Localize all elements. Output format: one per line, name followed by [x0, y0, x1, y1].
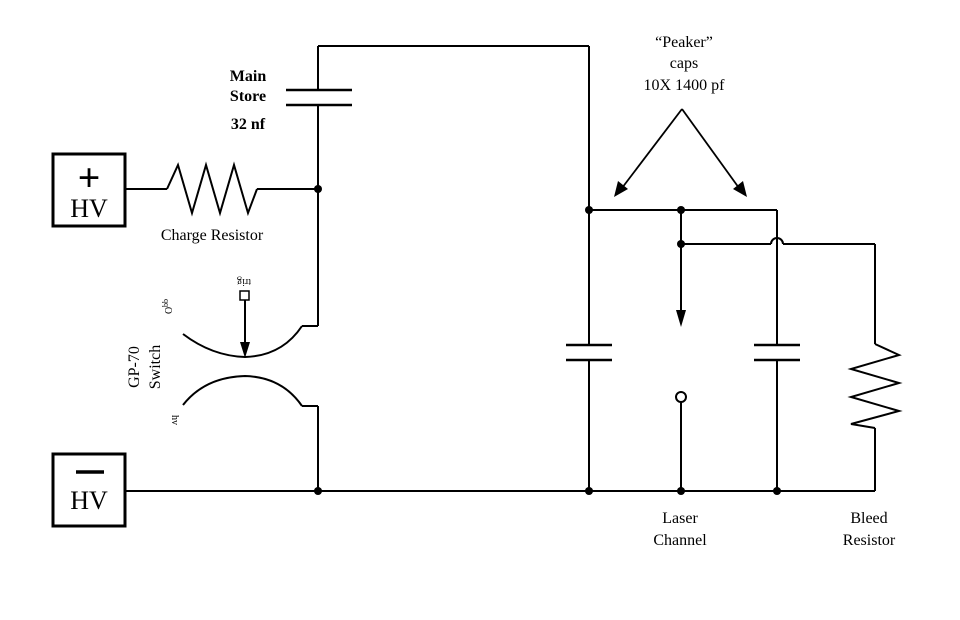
junction-dot: [314, 185, 322, 193]
peaker-capacitor-left: [566, 343, 612, 362]
hv-small-label: hv: [169, 415, 180, 425]
charge-resistor-symbol: [166, 161, 258, 217]
peaker-capacitor-right: [754, 343, 800, 362]
negative-hv-label: HV: [70, 486, 108, 515]
trigger-label: trig: [237, 276, 251, 287]
peaker-arrow-right: [681, 108, 740, 189]
junction-dot: [585, 206, 593, 214]
switch-label-line2: Switch: [147, 345, 164, 389]
peaker-arrow-left: [621, 108, 683, 189]
switch-label-line1: GP-70: [126, 346, 143, 388]
trigger-terminal: [239, 290, 250, 301]
laser-channel-label-line2: Channel: [653, 532, 707, 549]
positive-hv-label: HV: [70, 194, 108, 223]
bleed-resistor-label-line2: Resistor: [843, 532, 896, 549]
bleed-resistor-symbol: [847, 343, 903, 429]
peaker-arrows: [614, 108, 747, 197]
negative-hv-source: HV: [51, 452, 127, 528]
bb-label-super: bb: [161, 299, 170, 307]
junction-dot: [773, 487, 781, 495]
main-store-label-line1: Main: [230, 68, 267, 85]
laser-electrode-arrowhead: [676, 310, 686, 327]
laser-channel: [675, 310, 687, 403]
gp70-switch: [182, 290, 303, 407]
charge-resistor-label: Charge Resistor: [161, 227, 264, 244]
main-store-label-line2: Store: [230, 88, 266, 105]
junction-dot: [677, 240, 685, 248]
laser-channel-label-line1: Laser: [662, 510, 698, 527]
junction-dot: [585, 487, 593, 495]
bb-label-prefix: O: [164, 307, 175, 314]
bb-label: O bb: [161, 299, 175, 314]
switch-electrode-top: [182, 325, 303, 359]
laser-electrode-terminal: [675, 391, 687, 403]
wires: [125, 45, 876, 492]
trigger-arrowhead: [240, 342, 250, 358]
junction-dots: [314, 185, 781, 495]
peaker-arrowhead-left: [614, 181, 628, 197]
switch-electrode-bottom: [182, 374, 303, 407]
main-store-capacitor: [286, 88, 352, 107]
positive-hv-source: + HV: [51, 152, 127, 228]
junction-dot: [314, 487, 322, 495]
peaker-label-line1: “Peaker”: [655, 34, 713, 51]
junction-dot: [677, 206, 685, 214]
peaker-label-line3: 10X 1400 pf: [644, 77, 726, 94]
junction-dot: [677, 487, 685, 495]
main-store-value: 32 nf: [231, 116, 266, 133]
peaker-arrowhead-right: [733, 181, 747, 197]
bleed-resistor-label-line1: Bleed: [850, 510, 887, 527]
peaker-label-line2: caps: [670, 55, 698, 72]
plus-sign: +: [78, 155, 101, 200]
